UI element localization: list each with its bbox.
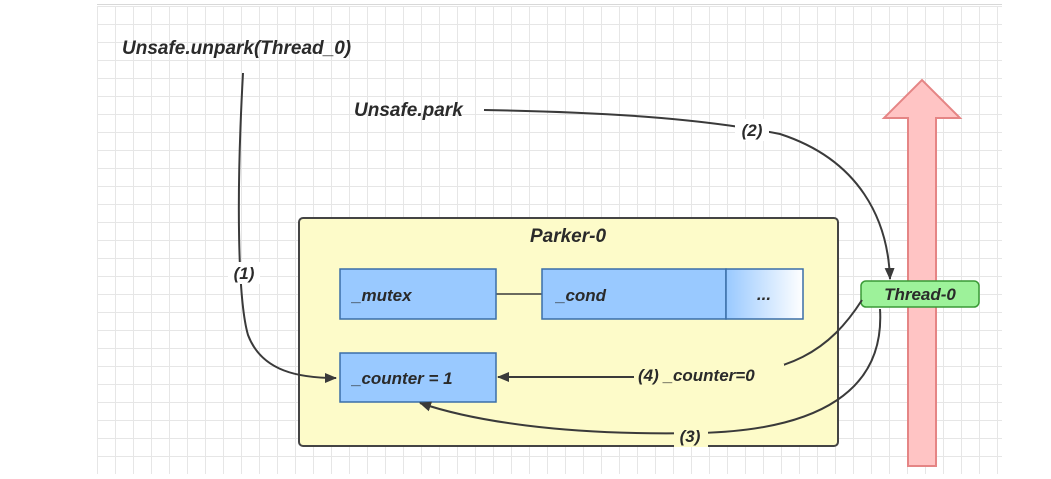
top-divider — [97, 4, 1002, 5]
counter-field — [339, 352, 497, 403]
more-field — [725, 268, 804, 320]
more-label: ... — [757, 285, 771, 304]
thread-node — [860, 280, 980, 308]
cond-field — [541, 268, 727, 320]
thread-label: Thread-0 — [884, 285, 956, 304]
thread-timeline-arrow — [881, 78, 963, 467]
step1-bg — [228, 262, 260, 284]
mutex-field — [339, 268, 497, 320]
mutex-label: _mutex — [351, 286, 413, 305]
step4-label: (4) _counter=0 — [638, 366, 755, 385]
step4-bg — [634, 364, 784, 388]
step2-bg — [735, 119, 769, 141]
cond-label: _cond — [555, 286, 607, 305]
unpark-call-label: Unsafe.unpark(Thread_0) — [122, 38, 351, 59]
step1-label: (1) — [234, 264, 255, 283]
park-call-label: Unsafe.park — [354, 100, 464, 121]
parker-title: Parker-0 — [530, 226, 606, 247]
parker-box — [298, 217, 839, 447]
edge-unpark-to-counter — [237, 72, 337, 383]
step3-bg — [674, 425, 708, 447]
step2-label: (2) — [742, 121, 763, 140]
edge-park-to-thread — [483, 109, 895, 280]
counter-label: _counter = 1 — [351, 369, 453, 388]
step3-label: (3) — [680, 427, 701, 446]
